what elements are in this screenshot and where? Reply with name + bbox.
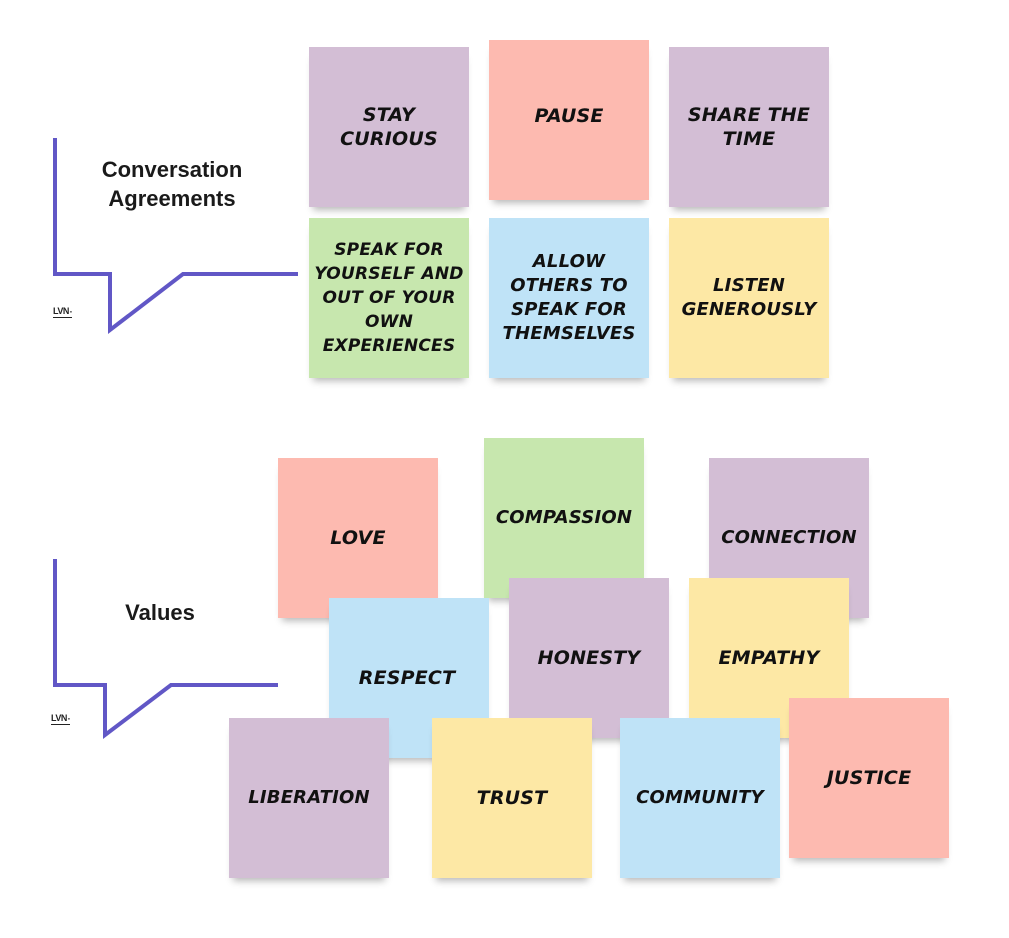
note-liberation[interactable]: LIBERATION xyxy=(229,718,389,878)
note-love[interactable]: LOVE xyxy=(278,458,438,618)
agreements-logo: LVN▪▪ xyxy=(53,306,72,318)
note-trust[interactable]: TRUST xyxy=(432,718,592,878)
note-share-the-time[interactable]: SHARE THE TIME xyxy=(669,47,829,207)
note-speak-for-yourself[interactable]: SPEAK FOR YOURSELF AND OUT OF YOUR OWN E… xyxy=(309,218,469,378)
note-pause[interactable]: PAUSE xyxy=(489,40,649,200)
note-justice[interactable]: JUSTICE xyxy=(789,698,949,858)
note-honesty[interactable]: HONESTY xyxy=(509,578,669,738)
values-title: Values xyxy=(125,600,195,625)
note-allow-others[interactable]: ALLOW OTHERS TO SPEAK FOR THEMSELVES xyxy=(489,218,649,378)
note-compassion[interactable]: COMPASSION xyxy=(484,438,644,598)
note-listen-generously[interactable]: LISTEN GENEROUSLY xyxy=(669,218,829,378)
values-logo: LVN▪▪ xyxy=(51,713,70,725)
agreements-title: Conversation Agreements xyxy=(101,157,243,211)
note-community[interactable]: COMMUNITY xyxy=(620,718,780,878)
note-stay-curious[interactable]: STAY CURIOUS xyxy=(309,47,469,207)
